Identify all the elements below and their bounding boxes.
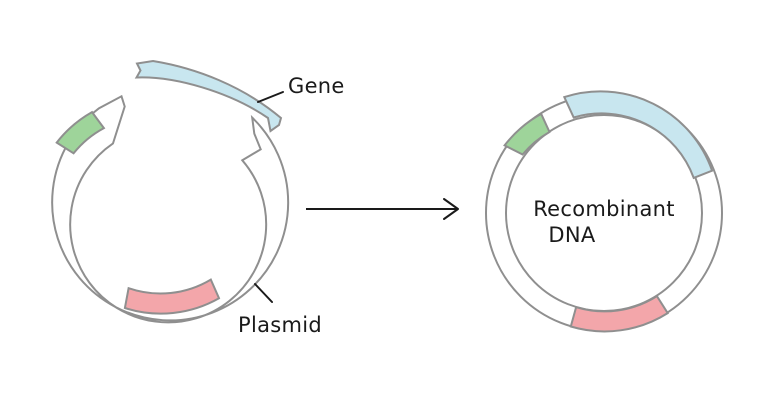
gene-strip — [134, 59, 283, 133]
plasmid-marker-red — [123, 278, 221, 315]
plasmid-marker-green — [55, 110, 106, 155]
recombinant-gene-segment — [562, 90, 714, 180]
recombinant-label-line2: DNA — [548, 223, 595, 247]
arrow-right-icon — [306, 198, 459, 220]
plasmid-ring — [51, 94, 290, 324]
recombinant-label-line1: Recombinant — [533, 197, 675, 221]
plasmid-open — [51, 94, 290, 324]
recombinant-plasmid — [484, 90, 724, 333]
recombinant-marker-red — [569, 294, 670, 333]
gene-leader-line — [257, 91, 284, 103]
plasmid-label: Plasmid — [238, 313, 322, 337]
recombinant-marker-green — [503, 112, 551, 156]
gene-label: Gene — [288, 74, 345, 98]
plasmid-leader-line — [254, 283, 273, 303]
gene-fragment — [134, 59, 284, 133]
